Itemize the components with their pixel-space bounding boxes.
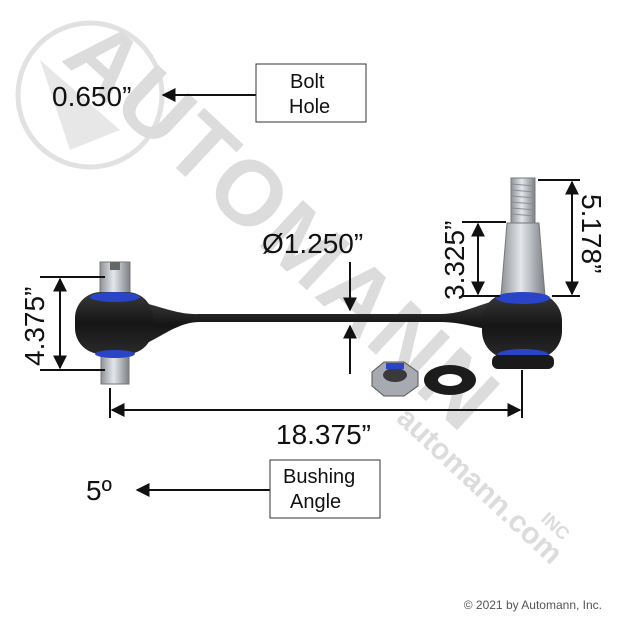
bushing-angle-dimension: 5º — [86, 475, 112, 506]
bolt-hole-callout: Bolt Hole — [255, 63, 367, 123]
right-bushing-ring — [496, 292, 550, 304]
logo-swoosh-icon — [40, 60, 120, 150]
stud-height-dimension: 3.325” — [439, 221, 470, 300]
bushing-angle-callout: Bushing Angle — [269, 459, 381, 519]
bolt-hole-dimension: 0.650” — [52, 81, 131, 112]
left-height-dimension: 4.375” — [19, 287, 50, 366]
diameter-dimension: Ø1.250” — [262, 228, 363, 259]
left-bushing-ring — [90, 292, 140, 302]
svg-text:Bushing: Bushing — [283, 466, 355, 488]
right-eye — [482, 293, 562, 359]
nut — [371, 361, 419, 397]
right-stud-taper — [500, 222, 546, 297]
watermark-url: automann.com — [390, 401, 569, 571]
left-eye — [75, 292, 153, 354]
dimension-lines — [40, 88, 580, 497]
copyright-notice: © 2021 by Automann, Inc. — [463, 598, 602, 612]
length-dimension: 18.375” — [276, 419, 371, 450]
torque-rod — [75, 177, 562, 385]
svg-text:Angle: Angle — [290, 491, 341, 513]
svg-text:Bolt: Bolt — [290, 71, 325, 93]
total-height-dimension: 5.178” — [576, 194, 607, 273]
washer — [424, 365, 476, 395]
svg-text:Hole: Hole — [289, 96, 330, 118]
